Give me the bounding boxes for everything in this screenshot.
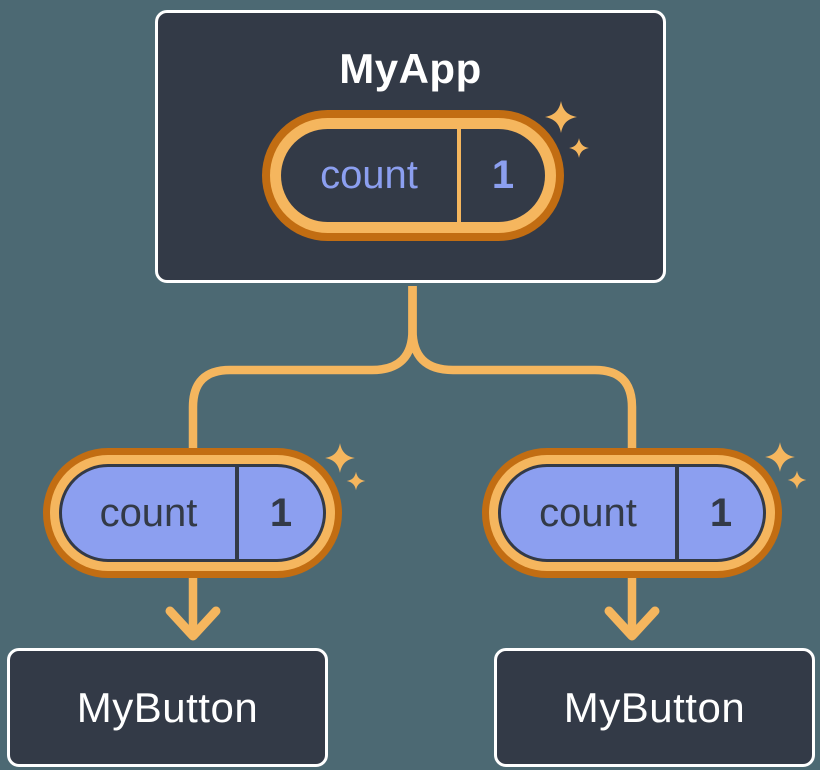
prop-pill-ring: count 1	[489, 455, 775, 571]
prop-pill-left: count 1	[43, 448, 342, 578]
prop-name: count	[99, 490, 198, 535]
prop-pill-right: count 1	[482, 448, 782, 578]
arrow-down-icon	[604, 606, 660, 641]
state-value: 1	[491, 153, 515, 197]
prop-pill-body: count 1	[498, 464, 766, 562]
pill-divider	[675, 467, 679, 559]
pill-divider	[457, 129, 461, 222]
component-node-child-left: MyButton	[7, 648, 328, 767]
prop-value: 1	[269, 490, 293, 535]
component-title: MyButton	[76, 683, 259, 731]
state-pill-body: count 1	[281, 129, 545, 222]
component-title: MyButton	[563, 683, 746, 731]
prop-pill-body: count 1	[59, 464, 326, 562]
state-name: count	[320, 153, 418, 197]
state-pill-ring: count 1	[270, 118, 556, 233]
arrow-down-icon	[165, 606, 221, 641]
state-pill-root: count 1	[262, 110, 564, 241]
component-node-child-right: MyButton	[494, 648, 815, 767]
component-title: MyApp	[339, 45, 482, 92]
prop-value: 1	[709, 490, 733, 535]
prop-pill-ring: count 1	[50, 455, 335, 571]
prop-name: count	[539, 490, 637, 535]
